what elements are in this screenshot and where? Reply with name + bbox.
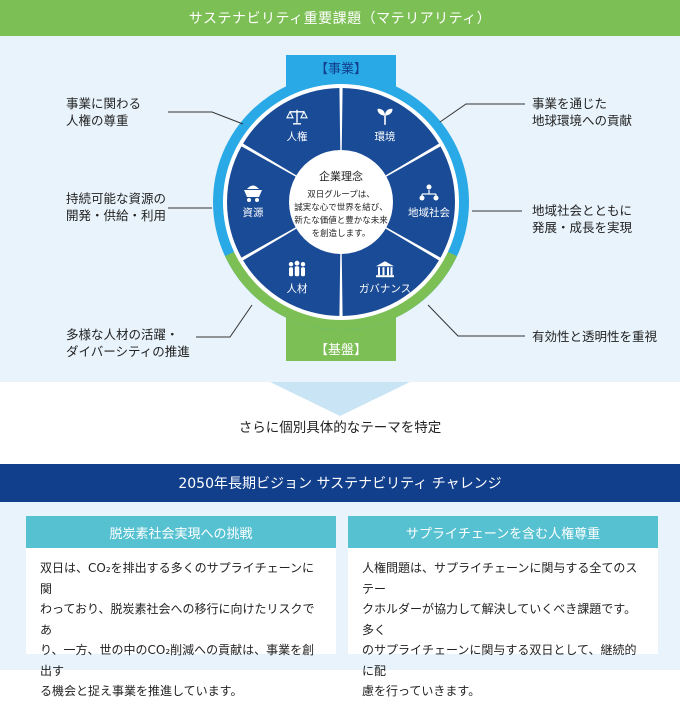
vision-banner: 2050年長期ビジョン サステナビリティ チャレンジ bbox=[0, 464, 680, 502]
wheel-segment bbox=[243, 88, 341, 176]
issue-line: 開発・供給・利用 bbox=[66, 208, 167, 223]
issue-human-rights: 事業に関わる 人権の尊重 bbox=[66, 95, 141, 129]
down-arrow-shape bbox=[270, 382, 410, 416]
issue-environment: 事業を通じた 地球環境への貢献 bbox=[532, 95, 632, 129]
card-line: わっており、脱炭素社会への移行に向けたリスクであ bbox=[40, 602, 315, 637]
card-line: る機会と捉え事業を推進しています。 bbox=[40, 684, 243, 698]
card-line: のサプライチェーンに関与する双日として、継続的に配 bbox=[362, 643, 637, 678]
issue-resources: 持続可能な資源の 開発・供給・利用 bbox=[66, 190, 166, 224]
card-title: サプライチェーンを含む人権尊重 bbox=[348, 516, 658, 548]
philosophy-line: 新たな価値と豊かな未来 bbox=[294, 215, 388, 226]
leader-line-human-rights bbox=[168, 111, 244, 125]
issue-talent: 多様な人材の活躍・ ダイバーシティの推進 bbox=[66, 326, 190, 360]
card-line: 人権問題は、サプライチェーンに関与する全てのステー bbox=[362, 561, 638, 596]
materiality-title: サステナビリティ重要課題（マテリアリティ） bbox=[188, 11, 492, 27]
base-tab-label: 【基盤】 bbox=[315, 343, 367, 358]
card-title: 脱炭素社会実現への挑戦 bbox=[26, 516, 336, 548]
down-arrow bbox=[270, 382, 410, 416]
leader-line-governance bbox=[427, 304, 525, 337]
wheel-segment bbox=[341, 88, 439, 176]
leader-line-environment bbox=[439, 103, 525, 123]
issue-line: ダイバーシティの推進 bbox=[66, 344, 190, 359]
building-icon bbox=[376, 261, 394, 278]
transition-text: さらに個別具体的なテーマを特定 bbox=[238, 420, 442, 436]
segment-label: 資源 bbox=[243, 206, 264, 219]
card-line: 慮を行っていきます。 bbox=[362, 684, 481, 698]
issue-line: 持続可能な資源の bbox=[66, 191, 167, 206]
issue-line: 人権の尊重 bbox=[66, 113, 129, 128]
sprout-icon bbox=[377, 108, 393, 125]
challenge-card-decarbonization: 脱炭素社会実現への挑戦 双日は、CO₂を排出する多くのサプライチェーンに関 わっ… bbox=[26, 516, 336, 698]
card-line: り、一方、世の中のCO₂削減への貢献は、事業を創出す bbox=[40, 643, 315, 678]
card-line: 双日は、CO₂を排出する多くのサプライチェーンに関 bbox=[40, 561, 315, 596]
issue-line: 事業に関わる bbox=[66, 96, 142, 111]
materiality-banner: サステナビリティ重要課題（マテリアリティ） bbox=[0, 0, 680, 36]
segment-label: 人権 bbox=[287, 130, 308, 143]
issue-line: 事業を通じた bbox=[532, 96, 608, 111]
wheel-segment bbox=[386, 146, 455, 258]
issue-governance: 有効性と透明性を重視 bbox=[532, 328, 657, 345]
wheel-segment bbox=[227, 146, 296, 258]
philosophy-line: を創造します。 bbox=[312, 228, 371, 239]
issue-line: 地球環境への貢献 bbox=[532, 113, 633, 128]
people-icon bbox=[288, 260, 306, 277]
leader-line-talent bbox=[196, 304, 253, 338]
community-network-icon bbox=[419, 184, 439, 201]
challenge-card-human-rights: サプライチェーンを含む人権尊重 人権問題は、サプライチェーンに関与する全てのステ… bbox=[348, 516, 658, 698]
business-tab-label: 【事業】 bbox=[315, 61, 367, 77]
wheel-segments: 人権 環境 地域社会 ガバナンス 人材 資源 bbox=[227, 88, 455, 316]
segment-label: ガバナンス bbox=[359, 283, 411, 295]
materiality-wheel-diagram: 【基盤】 【事業】 人権 環境 地域社会 ガバナンス bbox=[168, 55, 525, 361]
segment-label: 人材 bbox=[287, 282, 308, 295]
issue-line: 多様な人材の活躍・ bbox=[66, 327, 179, 342]
mine-cart-icon bbox=[244, 185, 262, 202]
philosophy-title: 企業理念 bbox=[319, 169, 363, 183]
center-circle bbox=[293, 154, 389, 250]
vision-title: 2050年長期ビジョン サステナビリティ チャレンジ bbox=[178, 476, 502, 492]
scales-icon bbox=[286, 109, 308, 125]
philosophy-line: 誠実な心で世界を結び、 bbox=[294, 202, 388, 213]
card-line: クホルダーが協力して解決していくべき課題です。多く bbox=[362, 602, 637, 637]
issue-line: 有効性と透明性を重視 bbox=[532, 329, 658, 344]
issue-community: 地域社会とともに 発展・成長を実現 bbox=[532, 202, 632, 236]
segment-label: 地域社会 bbox=[408, 206, 450, 219]
card-body: 双日は、CO₂を排出する多くのサプライチェーンに関 わっており、脱炭素社会への移… bbox=[26, 548, 336, 702]
segment-label: 環境 bbox=[375, 130, 396, 143]
wheel-segment bbox=[341, 228, 439, 316]
card-body: 人権問題は、サプライチェーンに関与する全てのステー クホルダーが協力して解決して… bbox=[348, 548, 658, 702]
issue-line: 発展・成長を実現 bbox=[532, 220, 633, 235]
philosophy-line: 双日グループは、 bbox=[307, 189, 375, 200]
issue-line: 地域社会とともに bbox=[532, 203, 633, 218]
